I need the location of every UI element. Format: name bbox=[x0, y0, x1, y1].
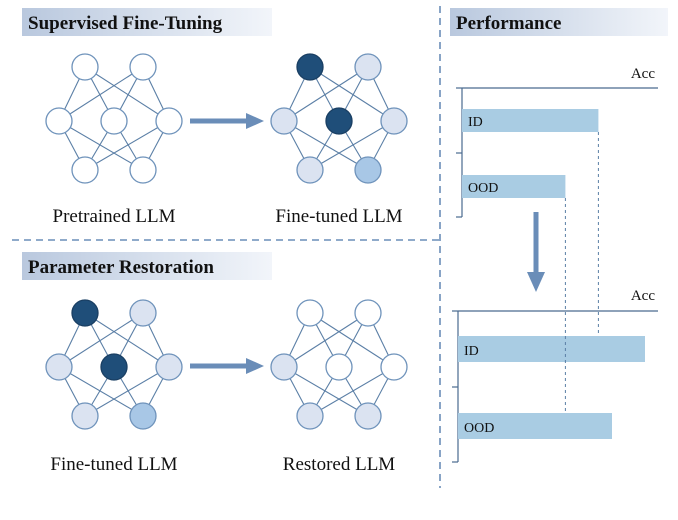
network-node bbox=[71, 53, 99, 81]
network-node bbox=[296, 402, 324, 430]
sft-header: Supervised Fine-Tuning bbox=[22, 8, 272, 36]
network-node bbox=[100, 107, 128, 135]
restored-label: Restored LLM bbox=[283, 454, 396, 475]
after-ood-label: OOD bbox=[464, 421, 494, 436]
pretrained-label: Pretrained LLM bbox=[53, 206, 176, 227]
before-id-bar bbox=[462, 109, 599, 132]
network-edge bbox=[309, 120, 395, 171]
sft-title: Supervised Fine-Tuning bbox=[28, 13, 223, 34]
network-node bbox=[325, 353, 353, 381]
finetuned-network-restoration bbox=[45, 299, 183, 430]
network-edge bbox=[58, 312, 144, 368]
after-ood-bar bbox=[458, 413, 612, 439]
network-node bbox=[354, 402, 382, 430]
network-edge bbox=[84, 120, 170, 171]
network-edge bbox=[84, 312, 170, 368]
sft-arrow bbox=[190, 113, 264, 129]
network-node bbox=[71, 299, 99, 327]
network-node bbox=[71, 402, 99, 430]
performance-title: Performance bbox=[456, 13, 562, 34]
network-node bbox=[296, 53, 324, 81]
network-edge bbox=[84, 66, 170, 122]
network-node bbox=[270, 353, 298, 381]
network-node bbox=[129, 53, 157, 81]
network-edge bbox=[283, 66, 369, 122]
after-id-bar bbox=[458, 336, 645, 362]
network-node bbox=[325, 107, 353, 135]
network-node bbox=[129, 402, 157, 430]
after-id-label: ID bbox=[464, 344, 479, 359]
performance-after-chart: Acc ID OOD bbox=[452, 288, 658, 463]
network-node bbox=[296, 156, 324, 184]
finetuned-network bbox=[270, 53, 408, 184]
restoration-title: Parameter Restoration bbox=[28, 257, 214, 278]
finetuned-label: Fine-tuned LLM bbox=[275, 206, 402, 227]
network-node bbox=[129, 156, 157, 184]
network-node bbox=[380, 107, 408, 135]
network-edge bbox=[58, 66, 144, 122]
network-edge bbox=[309, 66, 395, 122]
network-node bbox=[354, 53, 382, 81]
performance-before-chart: Acc ID OOD bbox=[456, 66, 658, 218]
before-id-label: ID bbox=[468, 115, 483, 130]
network-node bbox=[270, 107, 298, 135]
network-edge bbox=[283, 366, 369, 417]
network-node bbox=[354, 299, 382, 327]
performance-header: Performance bbox=[450, 8, 668, 36]
finetuned-label-restoration: Fine-tuned LLM bbox=[50, 454, 177, 475]
network-node bbox=[354, 156, 382, 184]
network-edge bbox=[283, 312, 369, 368]
network-edge bbox=[58, 120, 144, 171]
before-axis-label: Acc bbox=[631, 66, 655, 82]
network-edge bbox=[283, 120, 369, 171]
restoration-arrow bbox=[190, 358, 264, 374]
network-node bbox=[129, 299, 157, 327]
network-node bbox=[45, 107, 73, 135]
pretrained-network bbox=[45, 53, 183, 184]
network-node bbox=[100, 353, 128, 381]
before-ood-bar bbox=[462, 175, 566, 198]
network-node bbox=[296, 299, 324, 327]
network-edge bbox=[84, 366, 170, 417]
restoration-header: Parameter Restoration bbox=[22, 252, 272, 280]
network-edge bbox=[58, 366, 144, 417]
before-ood-label: OOD bbox=[468, 181, 498, 196]
restored-network bbox=[270, 299, 408, 430]
network-node bbox=[155, 353, 183, 381]
network-node bbox=[71, 156, 99, 184]
performance-down-arrow bbox=[527, 212, 545, 292]
network-node bbox=[45, 353, 73, 381]
network-node bbox=[155, 107, 183, 135]
network-node bbox=[380, 353, 408, 381]
network-edge bbox=[309, 366, 395, 417]
after-axis-label: Acc bbox=[631, 288, 655, 304]
network-edge bbox=[309, 312, 395, 368]
